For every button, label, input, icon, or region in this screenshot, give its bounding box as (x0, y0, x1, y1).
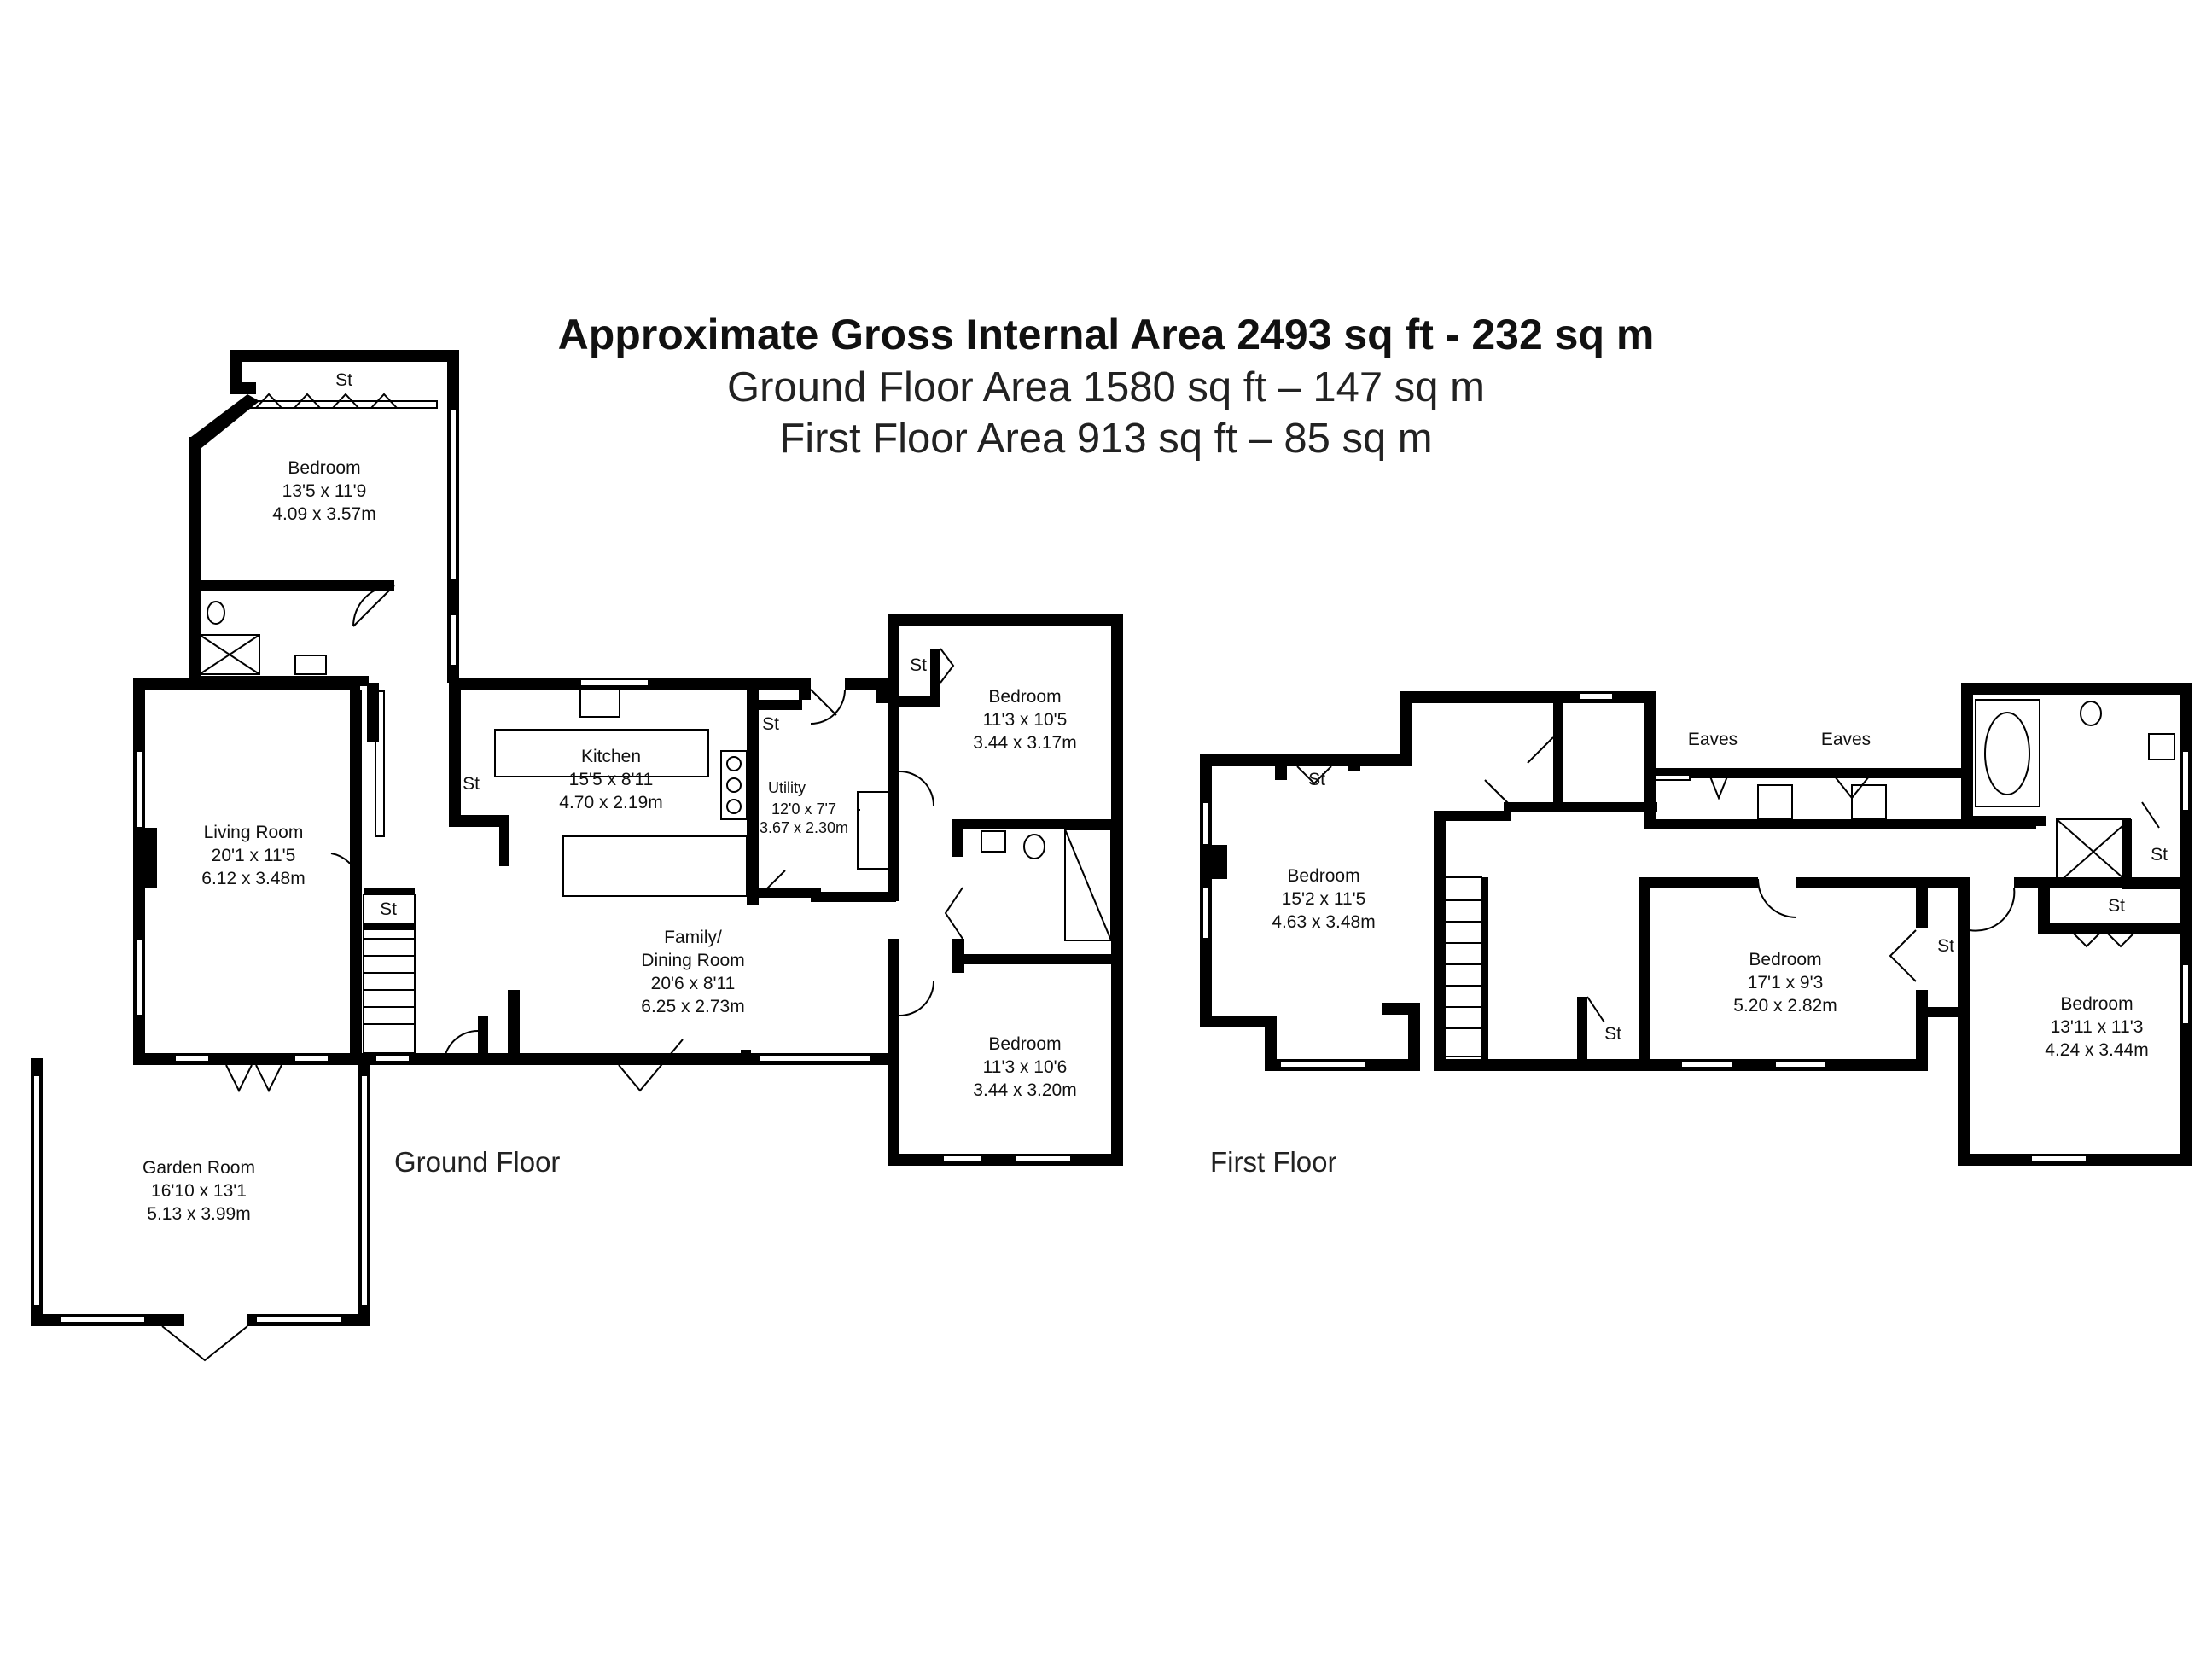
living-room-imperial: 20'1 x 11'5 (212, 846, 296, 865)
utility-name: Utility (768, 779, 806, 796)
area-header: Approximate Gross Internal Area 2493 sq … (0, 307, 2212, 464)
ff-bedroom-1-imperial: 15'2 x 11'5 (1282, 889, 1366, 909)
family-dining-imperial: 20'6 x 8'11 (651, 974, 736, 993)
bedroom-3-imperial: 11'3 x 10'6 (983, 1057, 1068, 1077)
first-floor-labels: St Bedroom 15'2 x 11'5 4.63 x 3.48m Eave… (1210, 730, 2168, 1178)
ground-floor-area: Ground Floor Area 1580 sq ft – 147 sq m (727, 364, 1485, 410)
ff-bedroom-1-name: Bedroom (1287, 866, 1359, 886)
family-dining-metric: 6.25 x 2.73m (641, 997, 744, 1016)
bedroom-2-name: Bedroom (988, 687, 1061, 707)
garden-room-imperial: 16'10 x 13'1 (151, 1181, 247, 1201)
bedroom-3-metric: 3.44 x 3.20m (973, 1080, 1076, 1100)
store-label: St (2151, 845, 2168, 864)
kitchen-metric: 4.70 x 2.19m (559, 793, 662, 812)
utility-imperial: 12'0 x 7'7 (771, 800, 836, 818)
store-label: St (335, 370, 352, 390)
bedroom-1-name: Bedroom (288, 458, 360, 478)
ff-bedroom-1-metric: 4.63 x 3.48m (1272, 912, 1375, 932)
bedroom-2-metric: 3.44 x 3.17m (973, 733, 1076, 753)
ground-floor-plan (31, 350, 1123, 1362)
bedroom-1-imperial: 13'5 x 11'9 (282, 481, 367, 501)
bedroom-2-imperial: 11'3 x 10'5 (983, 710, 1068, 730)
store-label: St (1937, 936, 1954, 956)
living-room-metric: 6.12 x 3.48m (201, 869, 305, 888)
kitchen-imperial: 15'5 x 8'11 (569, 770, 654, 789)
bedroom-3-name: Bedroom (988, 1034, 1061, 1054)
ground-floor-labels: St Bedroom 13'5 x 11'9 4.09 x 3.57m Kitc… (143, 370, 1077, 1224)
ff-bedroom-3-imperial: 13'11 x 11'3 (2051, 1017, 2144, 1037)
first-floor-plan (859, 683, 2192, 1166)
gross-area-title: Approximate Gross Internal Area 2493 sq … (557, 311, 1655, 358)
garden-room-metric: 5.13 x 3.99m (147, 1204, 250, 1224)
store-label: St (380, 899, 397, 919)
family-dining-name-2: Dining Room (641, 951, 744, 970)
living-room-name: Living Room (204, 823, 304, 842)
bedroom-1-metric: 4.09 x 3.57m (272, 504, 375, 524)
eaves-label: Eaves (1688, 730, 1738, 749)
first-floor-area: First Floor Area 913 sq ft – 85 sq m (779, 416, 1433, 462)
store-label: St (2108, 896, 2125, 916)
utility-metric: 3.67 x 2.30m (760, 819, 848, 836)
ff-bedroom-2-name: Bedroom (1749, 950, 1821, 969)
store-label: St (910, 655, 927, 675)
ground-floor-label: Ground Floor (394, 1146, 560, 1178)
ff-bedroom-2-metric: 5.20 x 2.82m (1733, 996, 1837, 1016)
ff-bedroom-2-imperial: 17'1 x 9'3 (1748, 973, 1824, 992)
first-floor-label: First Floor (1210, 1146, 1337, 1178)
garden-room-name: Garden Room (143, 1158, 255, 1178)
ff-bedroom-3-name: Bedroom (2060, 994, 2133, 1014)
family-dining-name-1: Family/ (664, 928, 722, 947)
kitchen-name: Kitchen (581, 747, 641, 766)
store-label: St (463, 774, 480, 794)
ff-bedroom-3-metric: 4.24 x 3.44m (2045, 1040, 2148, 1060)
store-label: St (1308, 770, 1325, 789)
eaves-label: Eaves (1821, 730, 1871, 749)
store-label: St (1604, 1024, 1621, 1044)
store-label: St (762, 714, 779, 734)
